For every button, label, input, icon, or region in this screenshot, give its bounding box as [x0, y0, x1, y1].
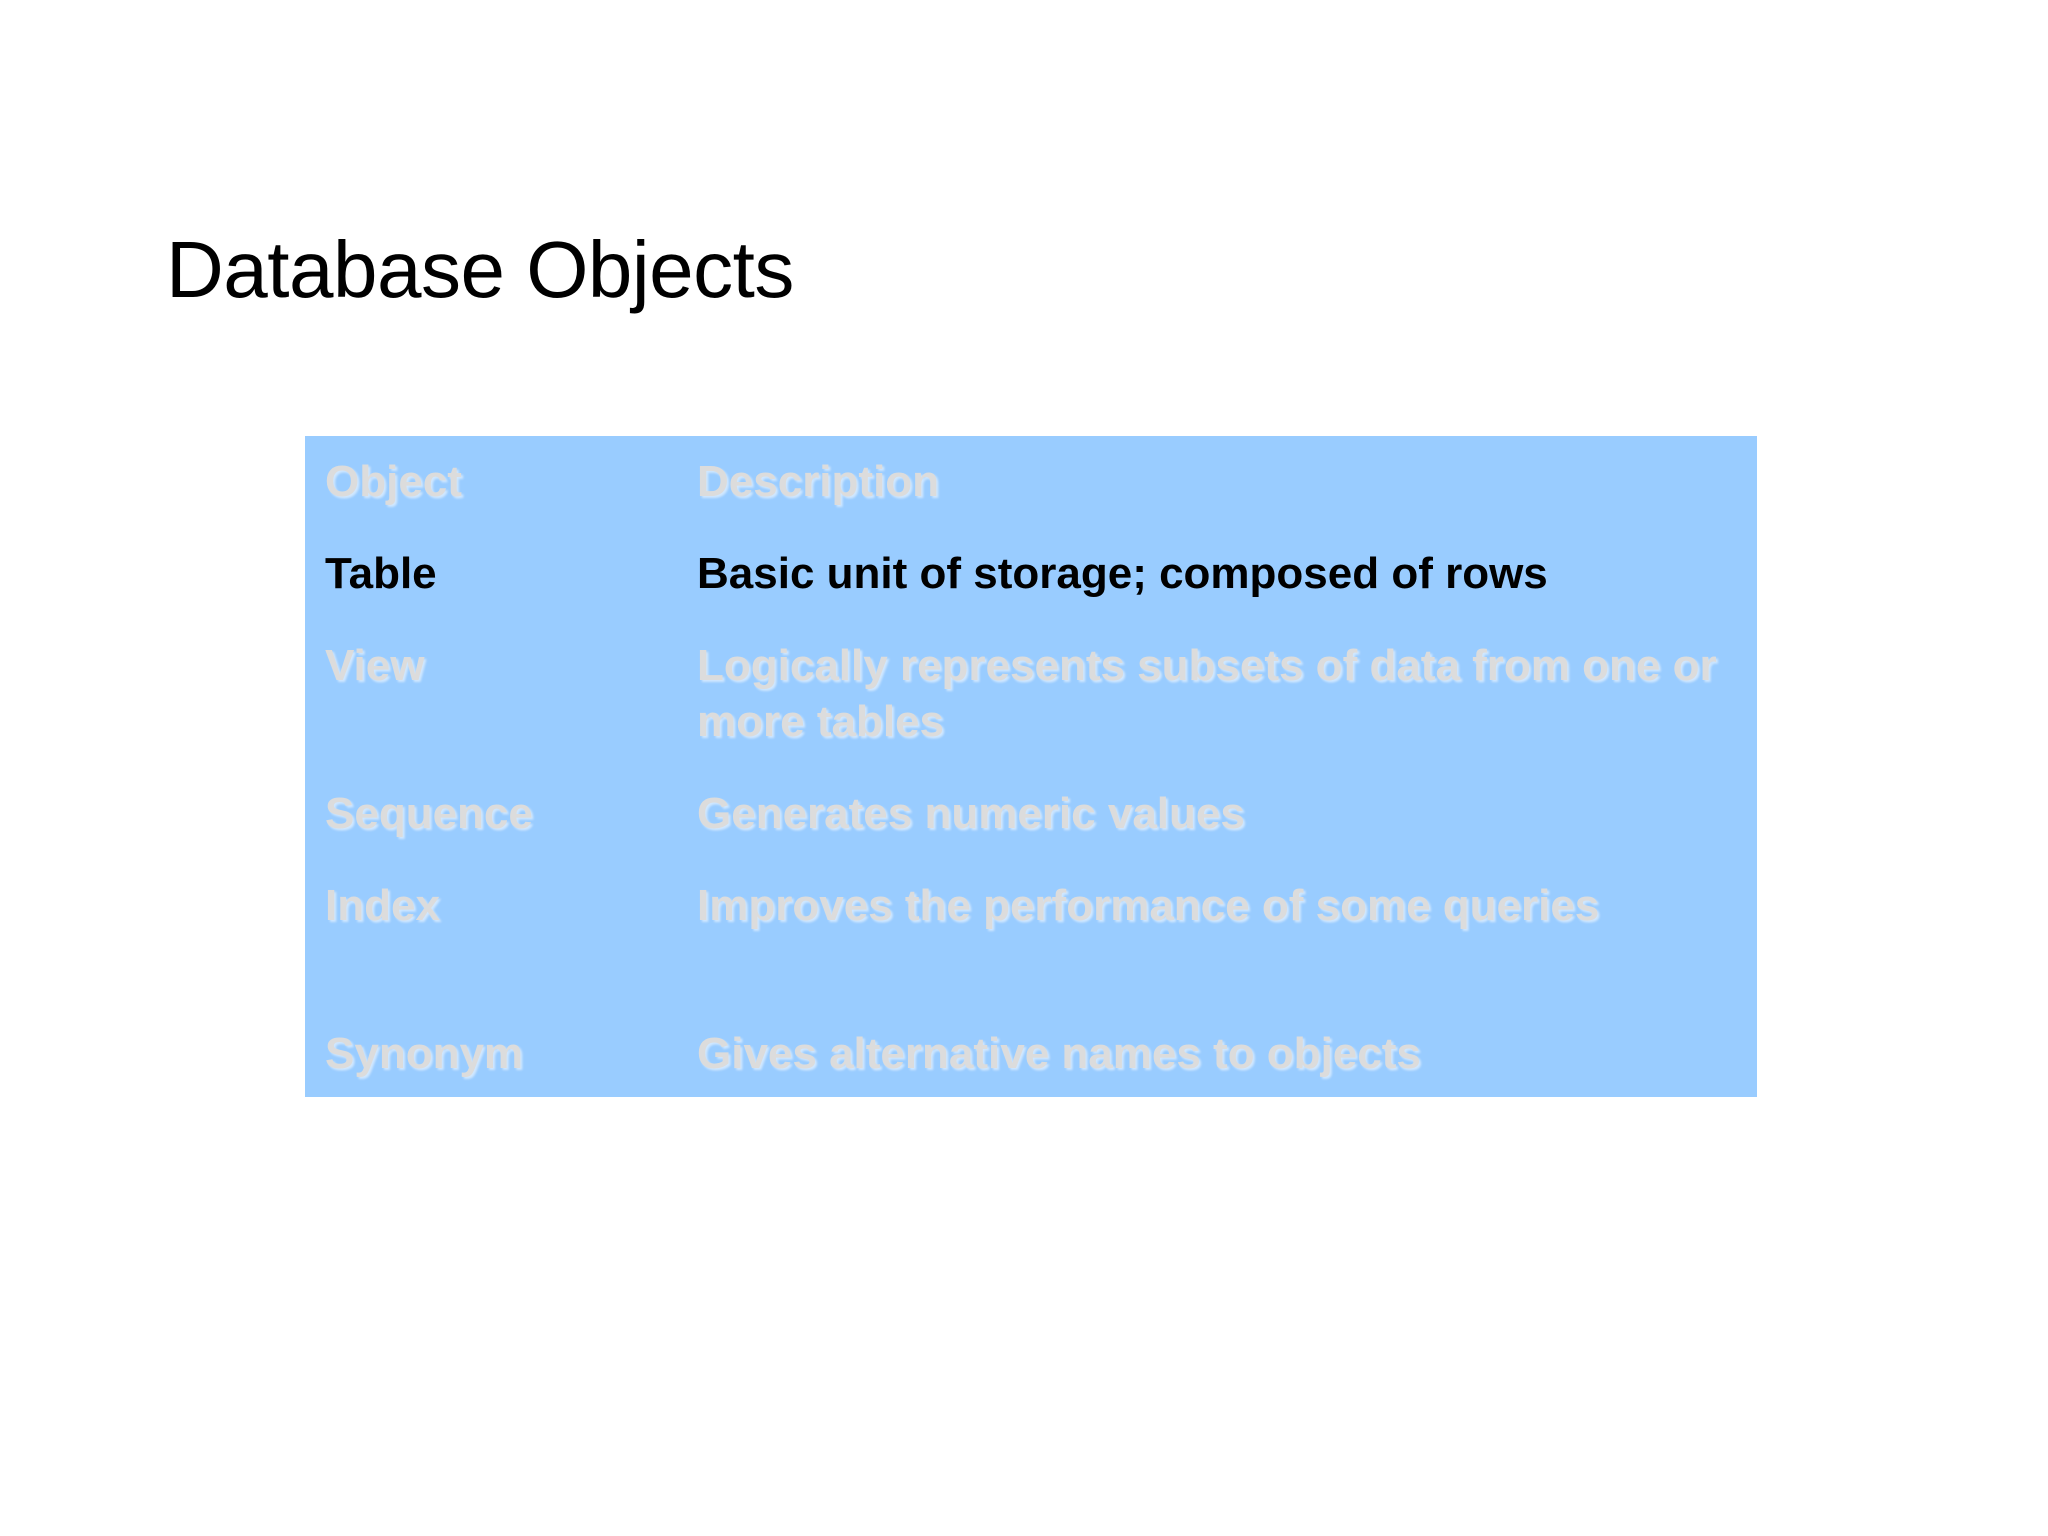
- table-row[interactable]: Table Basic unit of storage; composed of…: [305, 546, 1757, 602]
- database-objects-table: Object Description Table Basic unit of s…: [305, 436, 1757, 1097]
- cell-object-name: Sequence: [325, 789, 533, 838]
- cell-object-name: Synonym: [325, 1029, 524, 1078]
- cell-object-description: Gives alternative names to objects: [697, 1029, 1421, 1078]
- cell-object-description: Logically represents subsets of data fro…: [697, 641, 1717, 746]
- table-row[interactable]: Synonym Gives alternative names to objec…: [305, 1026, 1757, 1082]
- cell-object-description: Generates numeric values: [697, 789, 1245, 838]
- cell-object-description: Basic unit of storage; composed of rows: [697, 549, 1548, 598]
- column-header-object: Object: [325, 457, 462, 506]
- column-header-description: Description: [697, 457, 940, 506]
- cell-object-name: Table: [325, 549, 437, 598]
- table-row[interactable]: Index Improves the performance of some q…: [305, 878, 1757, 934]
- table-row[interactable]: View Logically represents subsets of dat…: [305, 638, 1757, 750]
- cell-object-description: Improves the performance of some queries: [697, 881, 1600, 930]
- cell-object-name: View: [325, 641, 425, 690]
- table-row[interactable]: Sequence Generates numeric values: [305, 786, 1757, 842]
- cell-object-name: Index: [325, 881, 440, 930]
- table-header-row: Object Description: [305, 454, 1757, 510]
- page-title: Database Objects: [166, 224, 794, 314]
